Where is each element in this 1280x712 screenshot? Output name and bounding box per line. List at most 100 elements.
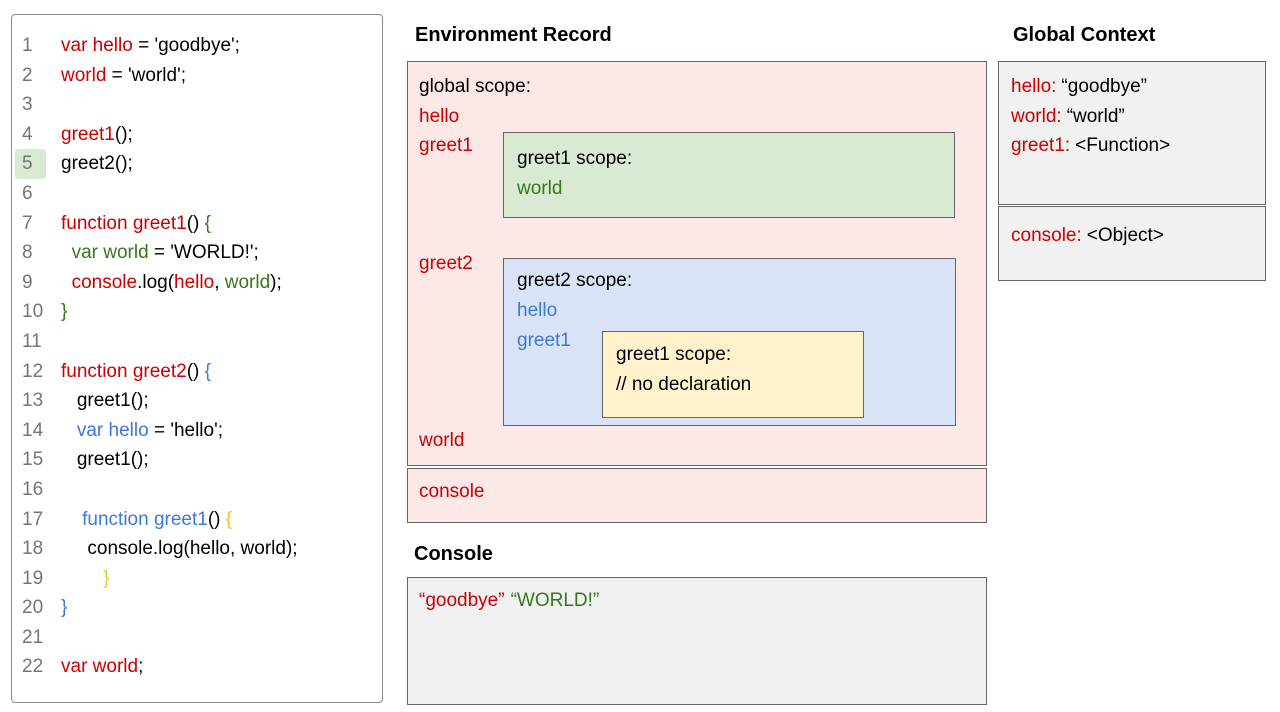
code-line: 1 var hello = 'goodbye'; [12,31,382,61]
code-text: var hello = 'hello'; [76,419,224,441]
binding-value: <Object> [1086,225,1164,246]
code-text: var hello = 'goodbye'; [61,35,240,56]
line-number: 12 [22,360,44,382]
global-scope-label: global scope: [419,76,531,97]
code-line: 7 function greet1() { [12,209,382,239]
line-number: 17 [22,508,44,530]
greet2-var-hello: hello [517,300,558,321]
console-output-box: “goodbye”“WORLD!” [407,577,987,705]
code-lines: 1 var hello = 'goodbye'; 2 world = 'world';… [12,31,382,682]
binding-name: world: [1011,106,1062,127]
line-number: 14 [22,419,44,441]
line-number: 3 [22,94,33,116]
line-number: 19 [22,567,44,589]
global-context-title: Global Context [1013,24,1156,46]
code-text: var world = 'WORLD!'; [71,242,259,264]
code-text: } [103,567,110,589]
code-line: 14 var hello = 'hello'; [12,416,382,446]
line-number: 20 [22,597,44,619]
code-line: 10} [12,297,382,327]
greet1-var-world: world [517,178,563,199]
console-output-line: “goodbye”“WORLD!” [419,590,599,612]
inner-greet1-comment: // no declaration [616,374,752,395]
console-entry-world: “WORLD!” [510,590,600,611]
code-line: 15 greet1(); [12,445,382,475]
binding-value: <Function> [1075,135,1171,156]
binding-row-console: console:<Object> [1011,225,1164,247]
line-number: 10 [22,301,44,323]
line-number: 22 [22,656,44,678]
console-title: Console [414,543,493,565]
global-var-greet1: greet1 [419,135,473,156]
code-line: 16 [12,475,382,505]
line-number-highlighted: 5 [15,149,46,179]
code-line: 6 [12,179,382,209]
code-line: 18 console.log(hello, world); [12,534,382,564]
line-number: 9 [22,271,33,293]
greet1-scope-box: greet1 scope: world [503,132,955,218]
line-number: 2 [22,64,33,86]
code-line: 19 } [12,564,382,594]
binding-name: console: [1011,225,1082,246]
code-text: greet1(); [61,449,149,471]
global-context-variables-box: hello:“goodbye” world:“world” greet1:<Fu… [998,61,1266,205]
global-var-hello: hello [419,106,460,127]
binding-row-world: world:“world” [1011,106,1125,128]
line-number: 16 [22,478,44,500]
code-line: 12 function greet2() { [12,357,382,387]
greet2-scope-box: greet2 scope: hello greet1 greet1 scope:… [503,258,956,426]
code-line: 21 [12,623,382,653]
code-text: function greet1() { [82,508,233,530]
code-text: console.log(hello, world); [71,271,282,293]
inner-greet1-scope-box: greet1 scope: // no declaration [602,331,864,418]
code-text: } [61,597,68,619]
code-text: } [61,301,68,323]
line-number: 15 [22,449,44,471]
line-number: 8 [22,242,33,264]
code-text: greet2(); [61,153,133,175]
code-editor-panel: 1 var hello = 'goodbye'; 2 world = 'world';… [11,14,383,703]
code-line: 9 console.log(hello, world); [12,268,382,298]
line-number: 6 [22,182,33,204]
binding-value: “world” [1066,106,1125,127]
greet2-var-greet1: greet1 [517,330,571,351]
line-number: 11 [22,330,42,352]
code-line: 13 greet1(); [12,386,382,416]
line-number: 13 [22,390,44,412]
code-line: 4 greet1(); [12,120,382,150]
code-text: function greet2() { [61,360,211,382]
code-line: 20} [12,593,382,623]
code-text: world = 'world'; [61,64,186,86]
global-console-record-box: console [407,468,987,523]
greet1-scope-label: greet1 scope: [517,148,633,169]
code-line: 2 world = 'world'; [12,61,382,91]
line-number: 1 [22,35,33,56]
code-line: 8 var world = 'WORLD!'; [12,238,382,268]
binding-row-hello: hello:“goodbye” [1011,76,1147,98]
code-text: greet1(); [61,390,149,412]
line-number: 18 [22,538,44,560]
code-line: 22 var world; [12,652,382,682]
greet2-scope-label: greet2 scope: [517,270,633,291]
line-number: 21 [22,626,44,648]
line-number: 7 [22,212,33,234]
line-number: 4 [22,123,33,145]
global-var-greet2: greet2 [419,253,473,274]
inner-greet1-scope-label: greet1 scope: [616,344,732,365]
code-text: greet1(); [61,123,133,145]
binding-row-greet1: greet1:<Function> [1011,135,1170,157]
binding-value: “goodbye” [1061,76,1147,97]
global-var-console: console [419,481,485,502]
global-context-console-box: console:<Object> [998,206,1266,281]
console-entry-goodbye: “goodbye” [419,590,505,611]
code-text: console.log(hello, world); [61,538,298,560]
binding-name: greet1: [1011,135,1071,156]
code-line: 11 [12,327,382,357]
code-line: 5 greet2(); [12,149,382,179]
global-var-world: world [419,430,465,451]
global-scope-box: global scope: hello greet1 greet2 world … [407,61,987,466]
code-text: function greet1() { [61,212,211,234]
binding-name: hello: [1011,76,1057,97]
code-text: var world; [61,656,144,678]
code-line: 3 [12,90,382,120]
